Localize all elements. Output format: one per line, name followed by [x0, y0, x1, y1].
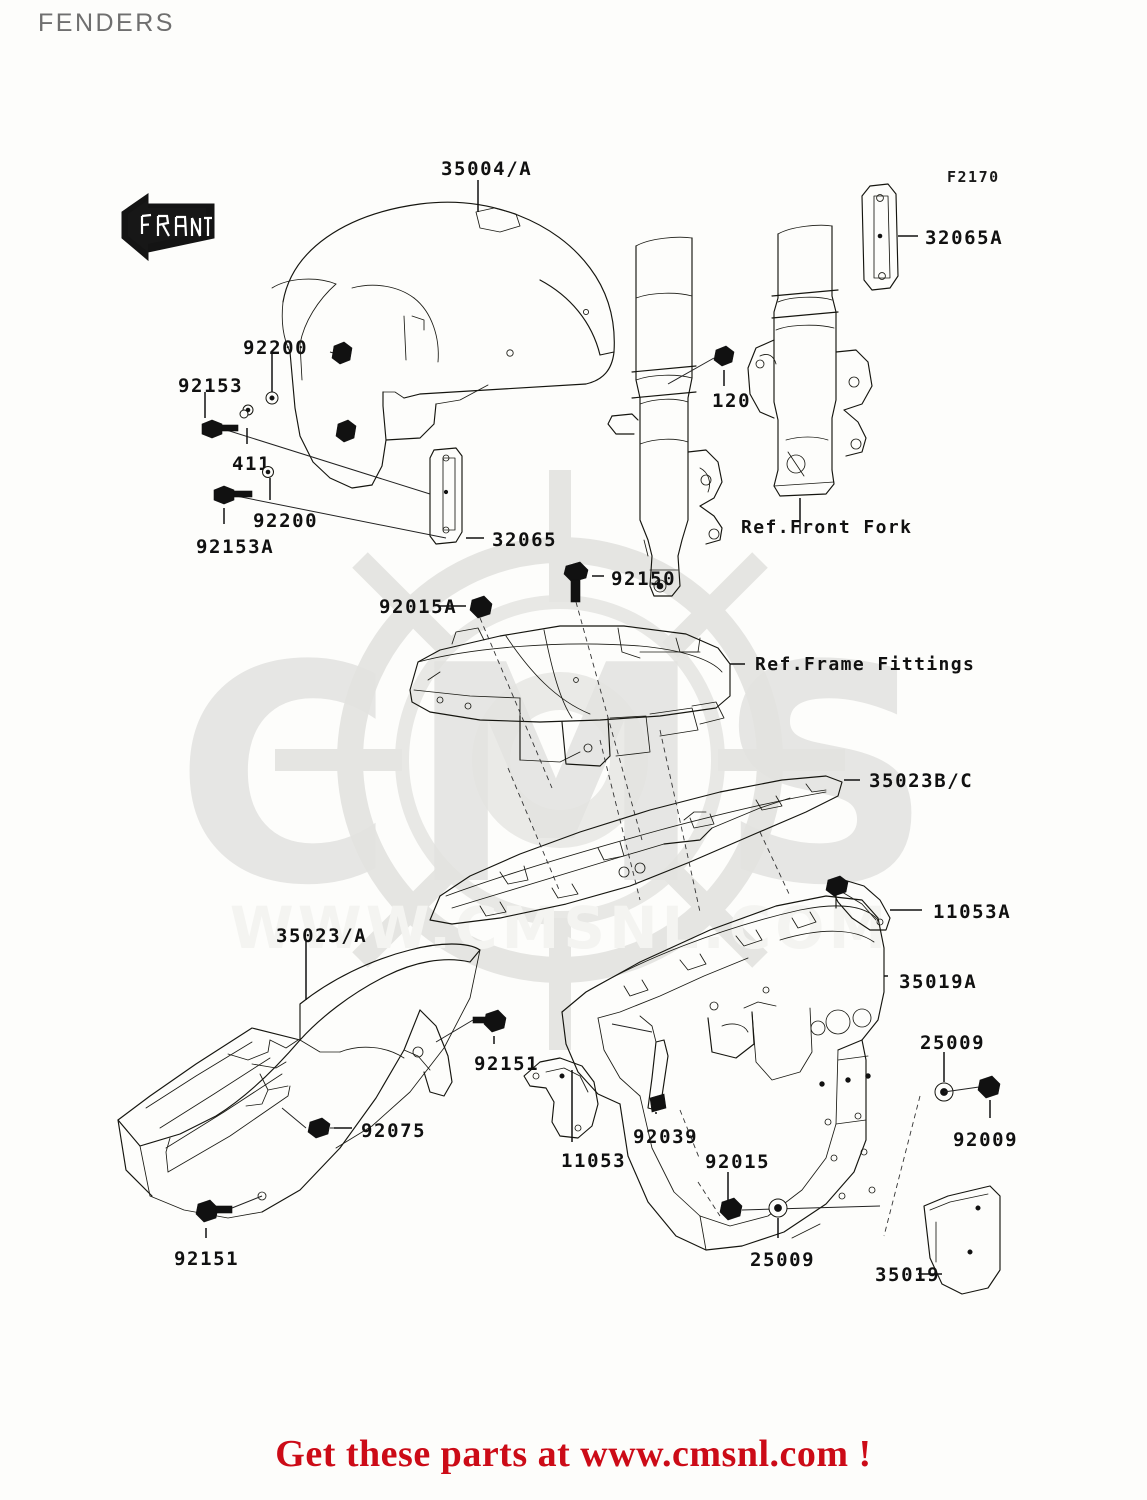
callout-ref-front-fork[interactable]: Ref.Front Fork [741, 517, 913, 538]
callout-25009-right[interactable]: 25009 [920, 1032, 986, 1054]
callout-32065a[interactable]: 32065A [925, 227, 1004, 249]
callout-35023bc[interactable]: 35023B/C [869, 770, 974, 792]
callout-92151-right[interactable]: 92151 [474, 1053, 540, 1075]
screw-92151-left [195, 1195, 263, 1223]
hardware-row-upper [201, 341, 447, 539]
part-inner-fender-35023bc [429, 775, 843, 925]
assembly-dashed-lines [507, 729, 791, 1217]
callout-35019[interactable]: 35019 [875, 1264, 941, 1286]
footer-cta[interactable]: Get these parts at www.cmsnl.com ! [275, 1433, 872, 1475]
callout-92015[interactable]: 92015 [705, 1151, 771, 1173]
callout-11053a[interactable]: 11053A [933, 901, 1012, 923]
callout-92151-left[interactable]: 92151 [174, 1248, 240, 1270]
part-bracket-32065 [429, 447, 463, 545]
screw-92151-right [435, 1009, 507, 1043]
part-fender-35023a [117, 943, 481, 1219]
nut-92015a [469, 595, 553, 789]
callout-411[interactable]: 411 [232, 453, 272, 475]
callout-35019a[interactable]: 35019A [899, 971, 978, 993]
callout-92015a[interactable]: 92015A [379, 596, 458, 618]
callout-92200-lower[interactable]: 92200 [253, 510, 319, 532]
callout-92039[interactable]: 92039 [633, 1126, 699, 1148]
bolt-92153a [213, 485, 253, 505]
callout-35004a[interactable]: 35004/A [441, 158, 533, 180]
callout-92075[interactable]: 92075 [361, 1120, 427, 1142]
bolt-120 [667, 345, 735, 385]
part-front-fork-right [747, 224, 873, 497]
hardware-lower-left [195, 1009, 507, 1223]
part-bracket-11053a [825, 875, 891, 931]
bolt-92150 [563, 561, 643, 841]
part-frame-fitting-panel [409, 625, 731, 767]
part-bracket-11053 [523, 1057, 599, 1139]
callout-35023a[interactable]: 35023/A [276, 925, 368, 947]
callout-92009[interactable]: 92009 [953, 1129, 1019, 1151]
part-bracket-32065a [861, 183, 899, 291]
part-rear-hugger-35019a [561, 895, 885, 1251]
callout-92153a[interactable]: 92153A [196, 536, 275, 558]
callout-120[interactable]: 120 [712, 390, 752, 412]
svg-text:CMS: CMS [175, 602, 946, 951]
callout-ref-frame-fittings[interactable]: Ref.Frame Fittings [755, 654, 976, 675]
callout-92153[interactable]: 92153 [178, 375, 244, 397]
pin-92039 [611, 1015, 669, 1113]
hardware-lower-right [719, 1075, 1001, 1237]
part-front-fork-left [607, 236, 723, 597]
page-title: FENDERS [38, 9, 175, 37]
callout-32065[interactable]: 32065 [492, 529, 558, 551]
front-arrow-icon [121, 193, 215, 262]
part-front-fender [271, 201, 615, 489]
bolt-92153 [201, 419, 239, 439]
callout-11053[interactable]: 11053 [561, 1150, 627, 1172]
diagram-code: F2170 [947, 168, 1000, 186]
part-mudflap-35019 [923, 1185, 1001, 1295]
nut-pair-right [331, 341, 357, 443]
cms-wheel-watermark: CMS WWW.CMSNL.COM [175, 470, 946, 1050]
callout-92200-upper[interactable]: 92200 [243, 337, 309, 359]
callout-25009-bottom[interactable]: 25009 [750, 1249, 816, 1271]
